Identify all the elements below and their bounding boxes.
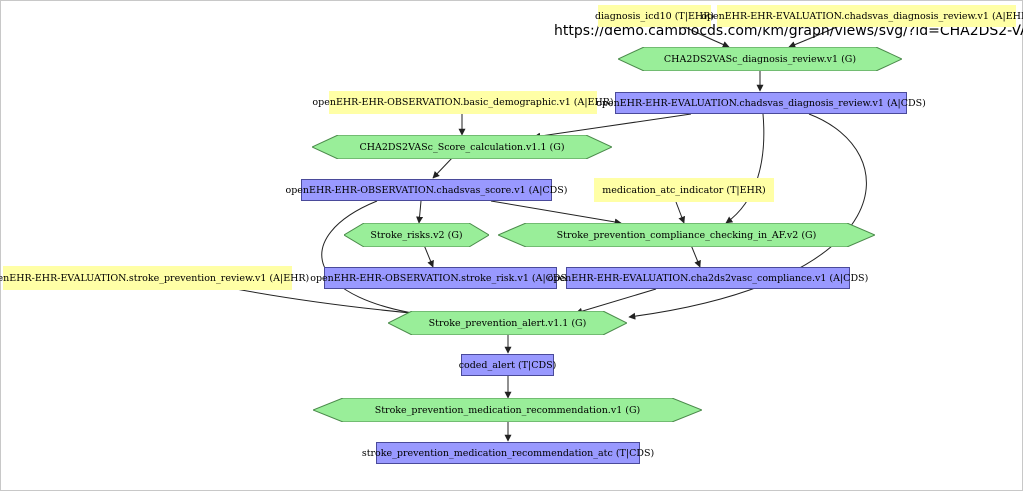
node-label: CHA2DS2VASc_diagnosis_review.v1 (G) <box>663 53 857 65</box>
edge-review-cds-to-alert <box>628 113 867 320</box>
node-medication-recommendation-guideline[interactable]: Stroke_prevention_medication_recommendat… <box>313 398 702 422</box>
url-overlay-text: https://demo.cambiocds.com/km/graph/view… <box>554 23 1023 39</box>
node-label: Stroke_prevention_alert.v1.1 (G) <box>428 317 587 329</box>
node-label: CHA2DS2VASc_Score_calculation.v1.1 (G) <box>359 141 565 153</box>
hexagon-shape <box>313 398 702 422</box>
edge-cha2ds2vasc-to-alert <box>575 288 657 315</box>
edge-stroke-risks-to-stroke-risk <box>423 244 434 268</box>
node-diagnosis-review-guideline[interactable]: CHA2DS2VASc_diagnosis_review.v1 (G) <box>618 47 902 71</box>
node-diagnosis-icd10[interactable]: diagnosis_icd10 (T|EHR) <box>595 5 714 27</box>
hexagon-shape <box>618 47 902 71</box>
edge-compliance-to-cha2ds2vasc <box>690 244 701 268</box>
edge-score-to-stroke-risks <box>416 200 424 224</box>
node-medication-recommendation-atc[interactable]: stroke_prevention_medication_recommendat… <box>362 442 654 464</box>
node-score-calculation-guideline[interactable]: CHA2DS2VASc_Score_calculation.v1.1 (G) <box>312 135 612 159</box>
node-chadsvas-review-ehr[interactable]: openEHR-EHR-EVALUATION.chadsvas_diagnosi… <box>701 5 1023 27</box>
node-coded-alert[interactable]: coded_alert (T|CDS) <box>459 354 556 376</box>
node-stroke-risks-guideline[interactable]: Stroke_risks.v2 (G) <box>344 223 489 247</box>
node-stroke-prevention-alert-guideline[interactable]: Stroke_prevention_alert.v1.1 (G) <box>388 311 627 335</box>
hexagon-shape <box>344 223 489 247</box>
node-chadsvas-review-cds[interactable]: openEHR-EHR-EVALUATION.chadsvas_diagnosi… <box>596 92 926 114</box>
edge-review-cds-to-compliance <box>725 113 765 224</box>
node-medication-atc-indicator[interactable]: medication_atc_indicator (T|EHR) <box>594 178 774 202</box>
edge-score-to-alert <box>321 200 440 320</box>
edge-score-calc-to-score <box>432 156 454 179</box>
edge-score-to-compliance <box>490 200 622 226</box>
node-stroke-prevention-review[interactable]: openEHR-EHR-EVALUATION.stroke_prevention… <box>0 266 309 290</box>
hexagon-shape <box>498 223 875 247</box>
node-basic-demographic[interactable]: openEHR-EHR-OBSERVATION.basic_demographi… <box>312 91 614 114</box>
hexagon-shape <box>388 311 627 335</box>
node-cha2ds2vasc-compliance[interactable]: openEHR-EHR-EVALUATION.cha2ds2vasc_compl… <box>548 267 868 289</box>
hexagon-shape <box>312 135 612 159</box>
node-label: Stroke_prevention_compliance_checking_in… <box>556 229 817 241</box>
node-label: Stroke_prevention_medication_recommendat… <box>374 404 641 416</box>
edge-review-cds-to-score-calc <box>533 113 692 140</box>
node-compliance-checking-guideline[interactable]: Stroke_prevention_compliance_checking_in… <box>498 223 875 247</box>
edge-medatc-to-compliance <box>675 201 686 224</box>
node-chadsvas-score[interactable]: openEHR-EHR-OBSERVATION.chadsvas_score.v… <box>286 179 568 201</box>
node-label: Stroke_risks.v2 (G) <box>370 229 463 241</box>
node-stroke-risk[interactable]: openEHR-EHR-OBSERVATION.stroke_risk.v1 (… <box>310 267 571 289</box>
